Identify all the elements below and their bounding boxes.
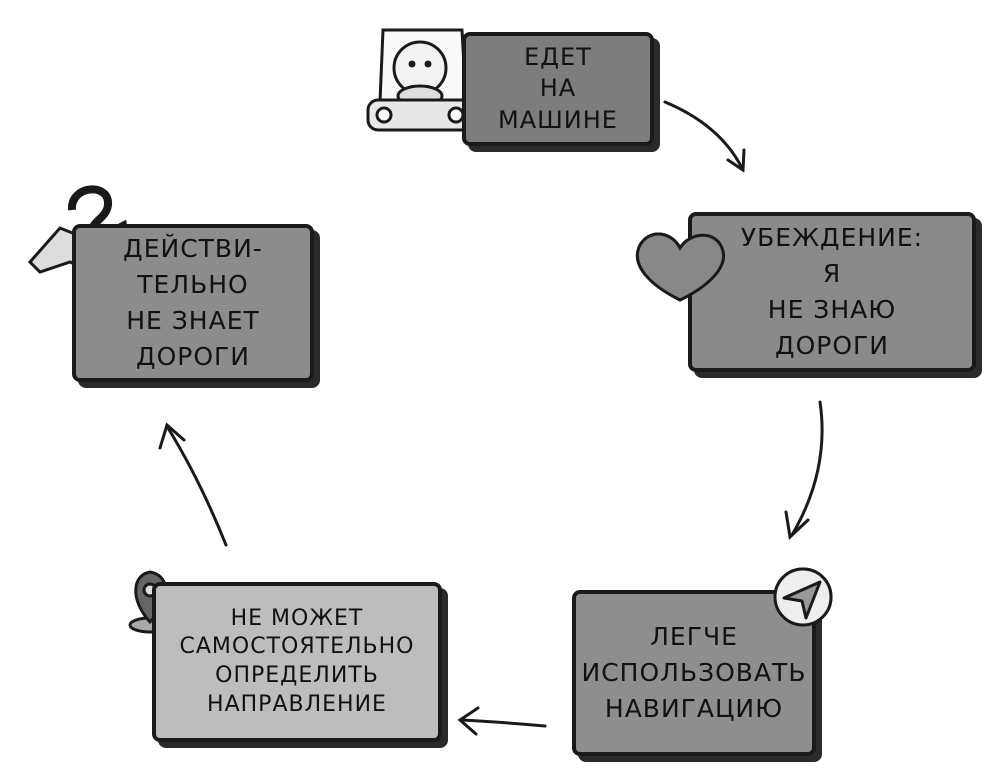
node-easier-navigation: ЛЕГЧЕ ИСПОЛЬЗОВАТЬ НАВИГАЦИЮ [572,590,816,756]
node-drives-car: ЕДЕТ НА МАШИНЕ [462,32,654,146]
car-icon [366,28,474,132]
arrow-cannot-to-really [158,422,228,547]
node-label: ЛЕГЧЕ ИСПОЛЬЗОВАТЬ НАВИГАЦИЮ [581,621,807,724]
node-label: ДЕЙСТВИ- ТЕЛЬНО НЕ ЗНАЕТ ДОРОГИ [123,233,263,372]
node-belief: УБЕЖДЕНИЕ: Я НЕ ЗНАЮ ДОРОГИ [688,212,976,372]
arrow-drives-to-belief [663,100,746,173]
node-label: НЕ МОЖЕТ САМОСТОЯТЕЛЬНО ОПРЕДЕЛИТЬ НАПРА… [179,605,415,717]
node-cannot-orient: НЕ МОЖЕТ САМОСТОЯТЕЛЬНО ОПРЕДЕЛИТЬ НАПРА… [152,582,442,742]
node-label: УБЕЖДЕНИЕ: Я НЕ ЗНАЮ ДОРОГИ [740,222,924,361]
node-really-doesnt-know: ДЕЙСТВИ- ТЕЛЬНО НЕ ЗНАЕТ ДОРОГИ [72,224,314,382]
node-label: ЕДЕТ НА МАШИНЕ [498,43,618,134]
arrow-belief-to-easier [784,400,824,541]
arrow-easier-to-cannot [457,706,547,736]
